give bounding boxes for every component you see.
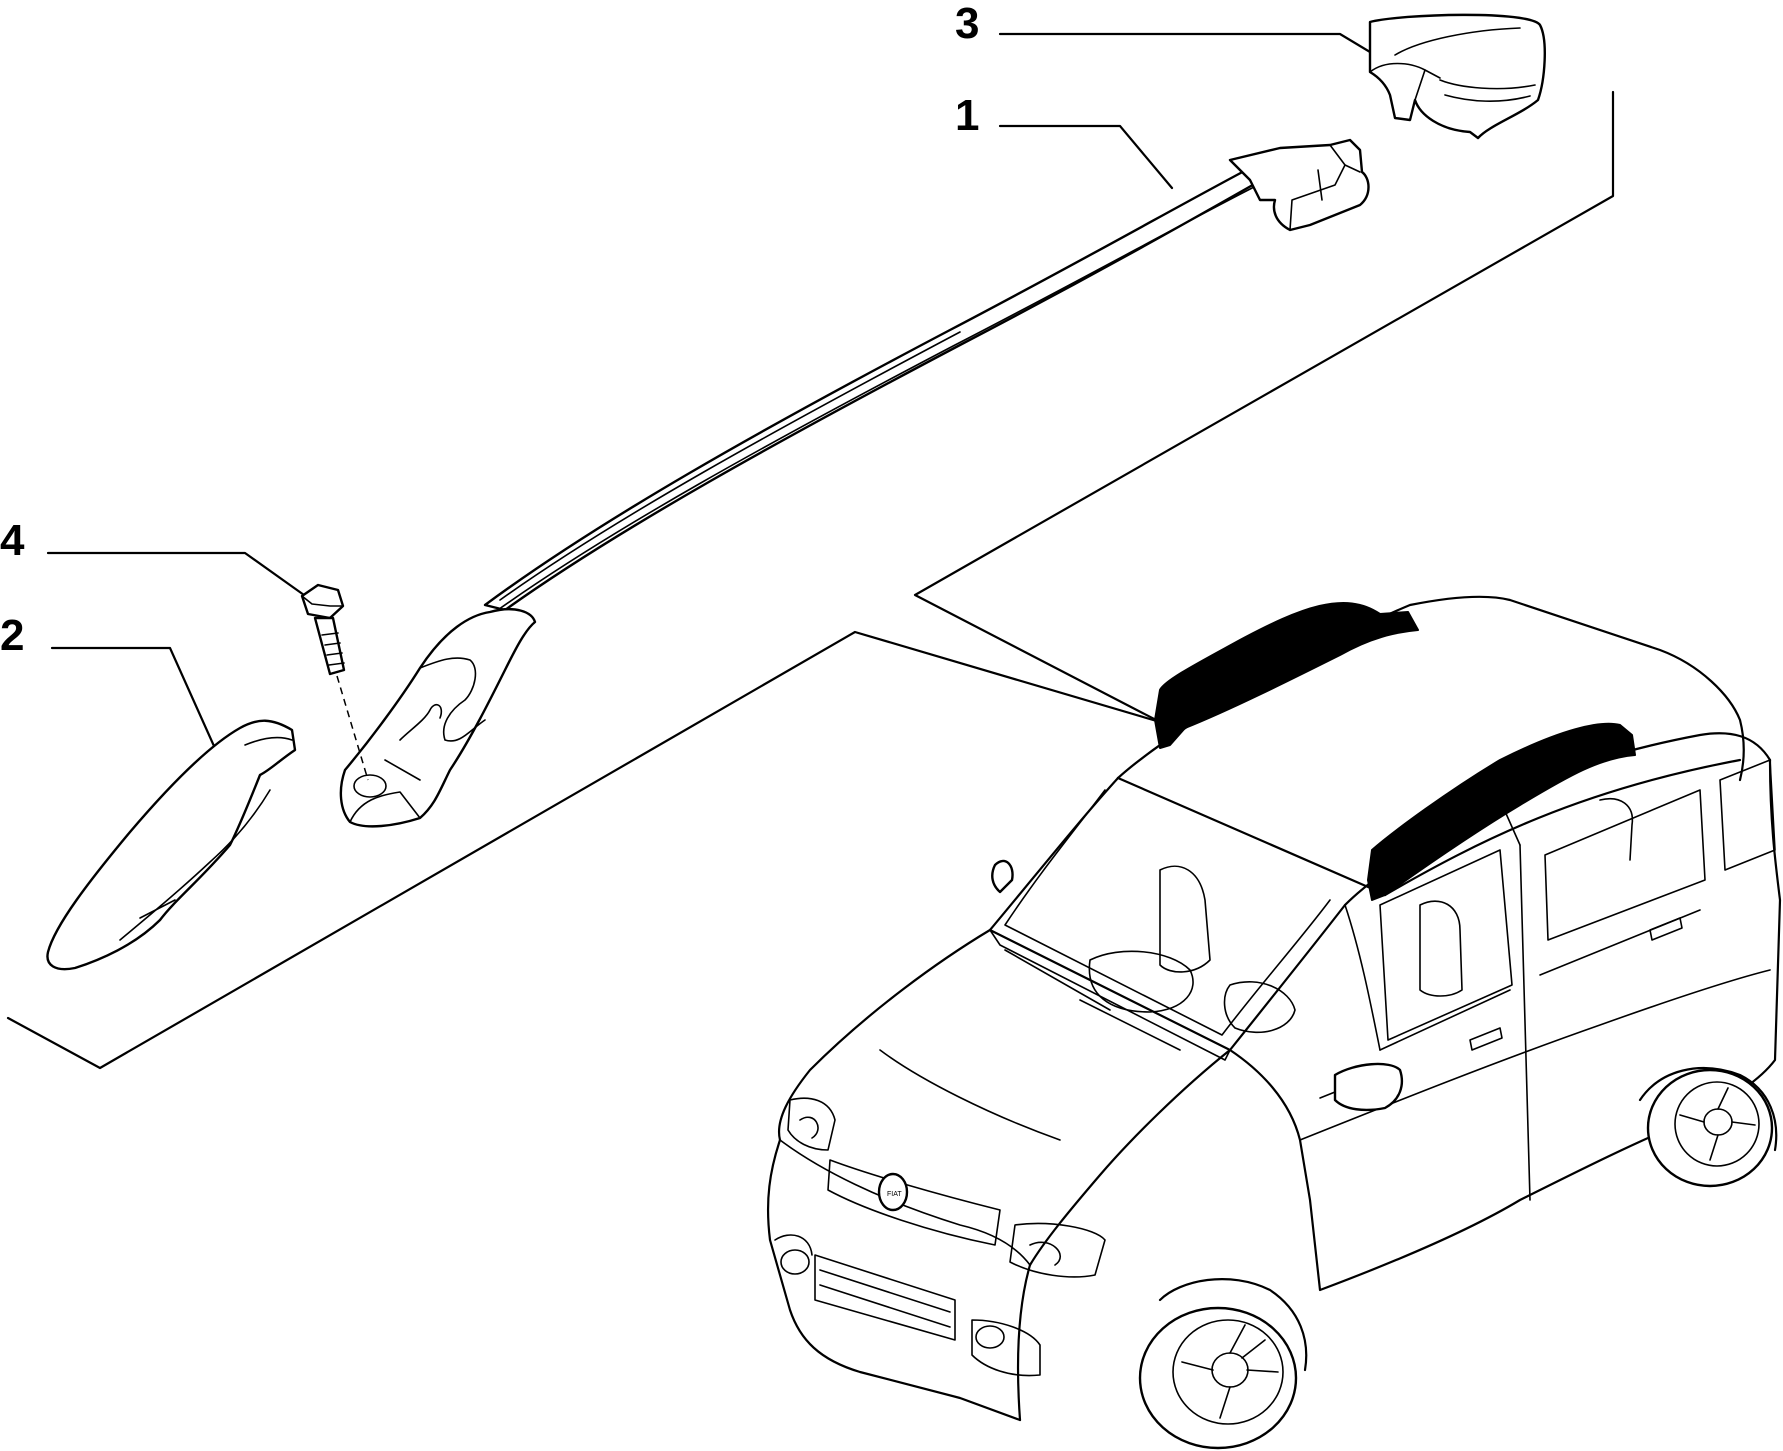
callout-number-4: 4 — [0, 516, 25, 565]
cover-strip-part-2 — [46, 719, 297, 971]
vehicle-illustration: FIAT — [766, 595, 1782, 1450]
roof-rail-part-1 — [339, 138, 1370, 828]
side-mirror-far — [991, 859, 1014, 894]
callout-number-1: 1 — [955, 91, 979, 140]
fiat-badge — [877, 1172, 909, 1212]
installed-roof-rail-left — [1154, 601, 1419, 749]
leader-lines — [46, 32, 1402, 757]
installed-roof-rail-right — [1367, 722, 1636, 901]
rear-wheel — [1646, 1068, 1774, 1188]
callout-number-3: 3 — [955, 0, 979, 48]
bolt-part-4 — [300, 583, 369, 781]
leader-line-1 — [998, 124, 1174, 190]
leader-line-4 — [46, 551, 306, 597]
end-cap-part-3 — [1368, 13, 1546, 140]
assembly-bracket — [6, 90, 1615, 1070]
side-mirror — [1333, 1062, 1404, 1112]
leader-line-2 — [50, 646, 220, 757]
bracket-line-lower — [6, 630, 1162, 1070]
front-wheel — [1138, 1306, 1298, 1450]
callout-number-2: 2 — [0, 611, 24, 660]
leader-line-3 — [998, 32, 1402, 72]
bracket-line-upper — [913, 90, 1615, 724]
fiat-badge-text: FIAT — [887, 1191, 902, 1198]
